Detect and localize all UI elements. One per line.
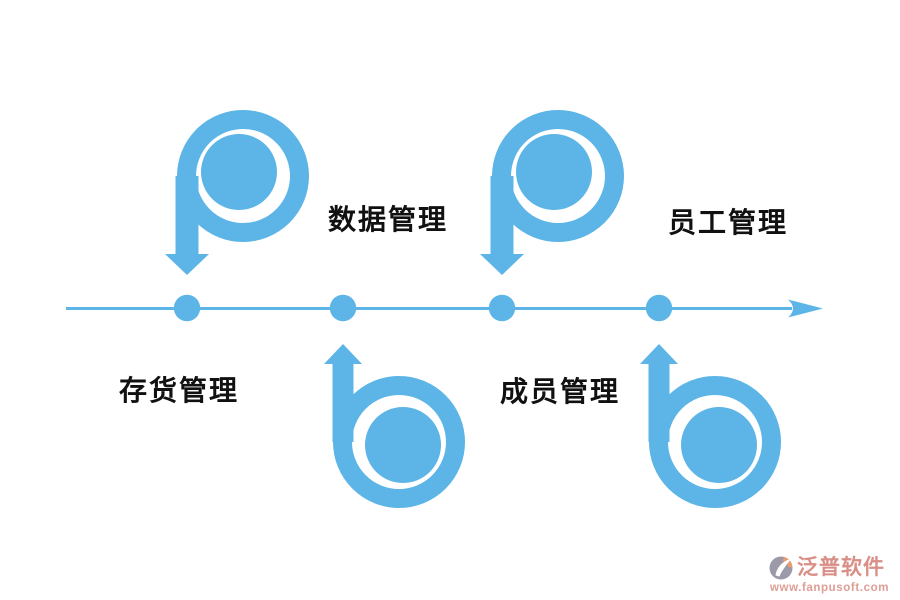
node-label-data-management: 数据管理 [328, 204, 449, 235]
b-spiral-arrow-icon [640, 344, 781, 508]
node-label-member-management: 成员管理 [500, 376, 621, 407]
node-label-inventory-management: 存货管理 [119, 375, 240, 406]
b-spiral-arrow-icon [324, 344, 465, 508]
timeline-dot [488, 294, 516, 322]
p-spiral-arrow-icon [165, 110, 309, 275]
timeline-dot [329, 294, 357, 322]
timeline-dot [645, 294, 673, 322]
fanpu-logo-icon [769, 556, 793, 580]
timeline-arrowhead-icon [788, 299, 823, 318]
watermark: 泛普软件 www.fanpusoft.com [768, 554, 898, 594]
p-spiral-arrow-icon [480, 110, 624, 275]
watermark-brand-text: 泛普软件 [797, 555, 885, 579]
node-label-employee-management: 员工管理 [668, 207, 789, 238]
timeline-dot [173, 294, 201, 322]
watermark-url-text: www.fanpusoft.com [770, 582, 890, 594]
